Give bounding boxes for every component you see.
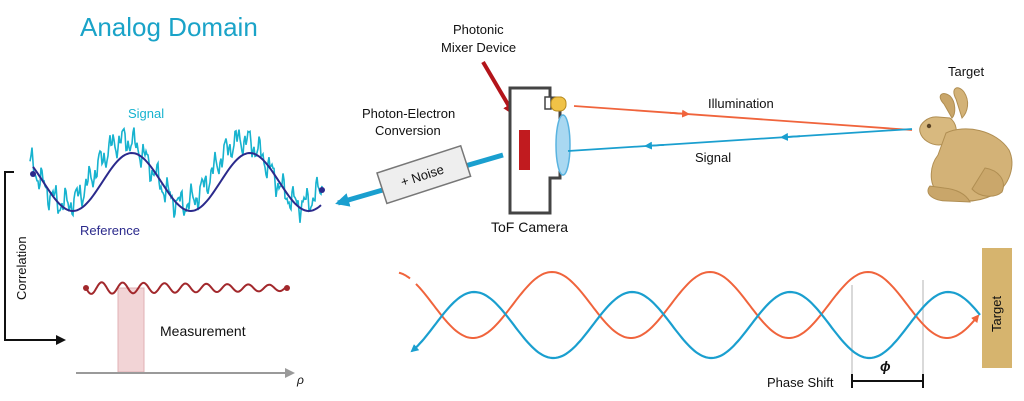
phase-shift-bracket xyxy=(851,374,924,388)
illumination-direction-arrow xyxy=(669,109,690,118)
reference-end-dot xyxy=(319,187,325,193)
signal-direction-arrow-1 xyxy=(780,132,801,141)
emitted-wave-lead xyxy=(398,271,411,280)
tof-camera xyxy=(508,86,571,215)
noisy-signal-wave xyxy=(29,126,323,223)
lens-icon xyxy=(555,114,571,176)
measurement-wave xyxy=(85,281,288,295)
signal-beam xyxy=(567,128,913,152)
signal-direction-arrow-2 xyxy=(644,141,665,150)
signal-wave-label: Signal xyxy=(128,106,164,121)
reference-start-dot xyxy=(30,171,36,177)
measurement-bar xyxy=(117,287,145,373)
illumination-beam xyxy=(573,105,913,131)
reflected-wave xyxy=(410,290,981,360)
emitted-wave xyxy=(415,270,980,339)
reference-wave-label: Reference xyxy=(80,223,140,238)
measurement-start-dot xyxy=(83,285,89,291)
camera-body xyxy=(508,86,562,215)
sensor-chip-icon xyxy=(519,130,530,170)
target-label: Target xyxy=(948,64,985,79)
measurement-label: Measurement xyxy=(160,323,246,339)
correlation-bracket xyxy=(4,171,66,345)
target-box-label: Target xyxy=(989,295,1004,332)
correlation-label: Correlation xyxy=(14,236,29,300)
rho-axis-label: ρ xyxy=(296,373,304,387)
measurement-end-dot xyxy=(284,285,290,291)
phi-label: ϕ xyxy=(880,358,891,374)
photon-electron-label-line2: Conversion xyxy=(375,123,441,138)
target-box xyxy=(982,248,1012,368)
noise-box: + Noise xyxy=(376,144,472,205)
photon-electron-label-line1: Photon-Electron xyxy=(362,106,455,121)
signal-beam-label: Signal xyxy=(695,150,731,165)
pmd-pointer-arrow xyxy=(481,60,515,116)
camera-label: ToF Camera xyxy=(491,219,568,235)
phase-shift-label: Phase Shift xyxy=(767,375,834,390)
pmd-label-line1: Photonic xyxy=(453,22,504,37)
diagram-title: Analog Domain xyxy=(80,12,258,42)
led-icon xyxy=(544,96,567,112)
reference-wave xyxy=(32,151,322,213)
illumination-label: Illumination xyxy=(708,96,774,111)
bunny-icon xyxy=(919,87,1013,203)
pmd-label-line2: Mixer Device xyxy=(441,40,516,55)
